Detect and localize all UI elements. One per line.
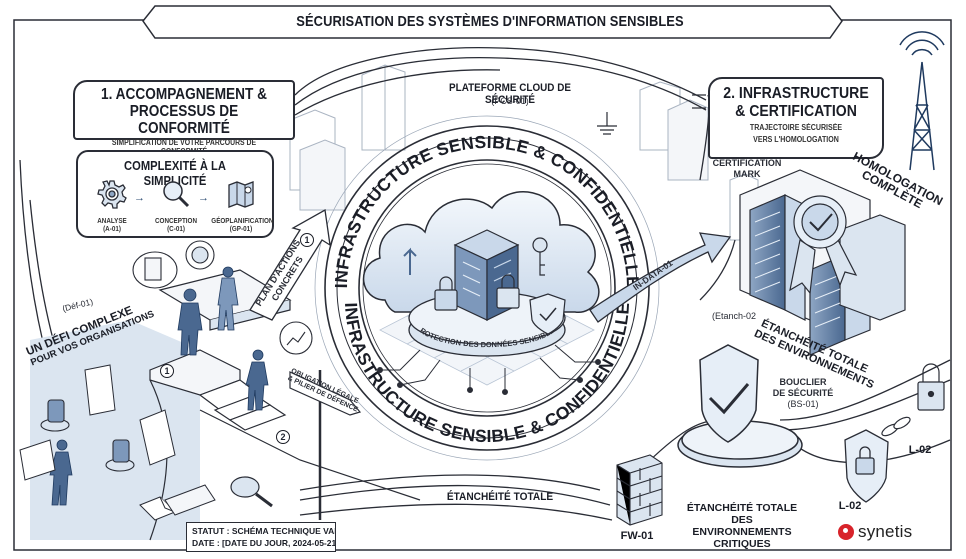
plan-step-marker: 1 [300,233,314,247]
firewall-label: FW-01 [620,530,654,542]
brand-logo: synetis [838,522,912,542]
page-title: SÉCURISATION DES SYSTÈMES D'INFORMATION … [296,12,684,30]
arrow-right-icon: → [134,192,145,204]
gavel-icon [40,399,135,472]
padlock-l02-icon [917,363,945,411]
security-shield-icon [677,344,803,468]
up-arrow-icon [403,247,417,275]
in-data-arrow [589,232,732,323]
date-line: DATE : [DATE DU JOUR, 2024-05-21] [192,538,336,548]
brand-name: synetis [858,522,913,541]
padlock-icon-2 [496,274,520,309]
magnifier-icon [230,476,273,508]
arrow-right-icon-2: → [198,192,209,204]
panel2-subtitle-line2: VERS L'HOMOLOGATION [753,135,839,144]
key-icon [532,237,548,276]
step-geoplanification-label: GÉOPLANIFICATION(GP-01) [211,218,274,233]
speech-bubble-icon [132,240,313,355]
panel2-heading-line1: 2. INFRASTRUCTURE [723,85,869,102]
panel2-subtitle-line1: TRAJECTOIRE SÉCURISÉE [749,123,843,132]
antenna-tower-icon [899,31,945,171]
status-line: STATUT : SCHÉMA TECHNIQUE VALIDE [192,526,335,536]
lock-shield-icon [844,429,889,503]
chain-link-icon [881,416,911,437]
step-two-marker: 2 [276,430,290,444]
title-banner-shape [142,5,843,39]
cloud-platform-code: (PCS-01) [491,96,529,106]
panel1-heading-line1: 1. ACCOMPAGNEMENT & [101,86,267,103]
etanch-code: (Etanch-02 [712,311,757,321]
total-sealing-label: ÉTANCHÉITÉ TOTALE [446,491,554,503]
step-one-marker: 1 [160,364,174,378]
complexity-panel: COMPLEXITÉ À LA SIMPLICITÉ ANALYSE(A-01)… [76,150,274,238]
document-icon [19,364,176,481]
panel1-heading-line2: PROCESSUS DE CONFORMITÉ [129,103,239,137]
synetis-logo-icon [838,524,854,540]
status-box: STATUT : SCHÉMA TECHNIQUE VALIDE DATE : … [186,522,336,552]
critical-environments-label: ÉTANCHÉITÉ TOTALE DES ENVIRONNEMENTS CRI… [686,502,798,550]
step-conception: CONCEPTION(C-01) [146,179,206,234]
cloud-platform-label: PLATEFORME CLOUD DE SÉCURITÉ [449,82,571,106]
person-figure-icon [49,266,269,506]
certification-rosette-icon [789,195,858,295]
step-conception-label: CONCEPTION(C-01) [154,218,197,233]
ground-symbol-icon [597,112,617,135]
step-analyse-label: ANALYSE(A-01) [97,218,127,233]
infrastructure-panel: 2. INFRASTRUCTURE & CERTIFICATION TRAJEC… [708,77,884,159]
step-analyse: ANALYSE(A-01) [82,179,142,234]
padlock-icon [434,276,458,311]
firewall-icon [616,454,663,526]
accompaniment-panel: 1. ACCOMPAGNEMENT & PROCESSUS DE CONFORM… [73,80,295,156]
envelope-icon [139,484,216,521]
complexity-heading: COMPLEXITÉ À LA SIMPLICITÉ [124,158,226,188]
map-icon [228,181,254,208]
link-label: L-02 [908,444,932,456]
step-geoplanification: GÉOPLANIFICATION(GP-01) [208,179,274,234]
circuit-traces [377,344,601,395]
shield-small-icon [529,293,566,335]
panel2-heading-line2: & CERTIFICATION [735,103,857,120]
signpost [289,370,362,520]
gear-icon [97,180,127,209]
lock-label: L-02 [838,500,862,512]
buildings-icon [289,64,759,241]
magnifier-icon [163,181,190,208]
